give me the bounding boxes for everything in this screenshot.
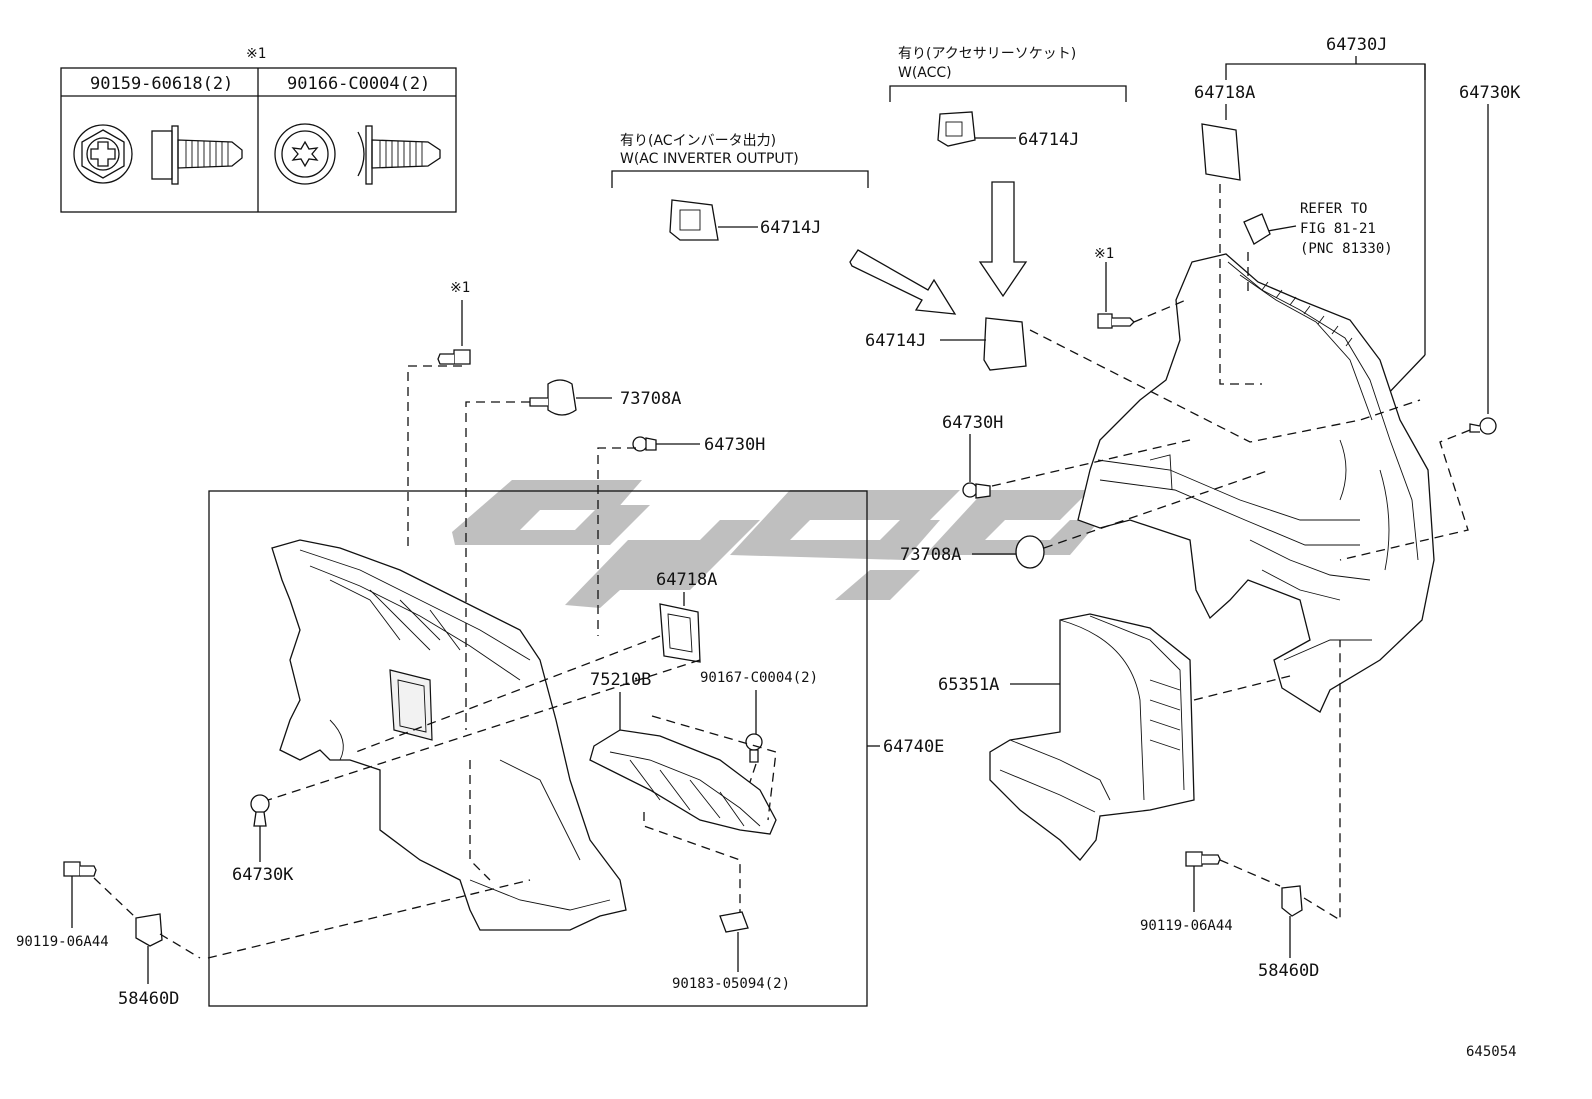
- hex-bolt-side-icon: [151, 125, 243, 185]
- hex-bolt-head-icon: [73, 124, 133, 184]
- refer-note: REFER TO FIG 81-21 (PNC 81330): [1261, 201, 1393, 257]
- option-inverter: 有り(ACインバータ出力) W(AC INVERTER OUTPUT): [611, 133, 869, 188]
- label-90183: 90183-05094(2): [672, 976, 790, 992]
- assembly-64730J-group: 64730J 64718A 64730K: [1194, 35, 1521, 414]
- right-quarter-trim-panel: [1077, 213, 1435, 713]
- note-mark-left: ※1: [450, 280, 470, 296]
- inverter-label-jp: 有り(ACインバータ出力): [620, 133, 776, 149]
- bolt-note-left: ※1: [437, 280, 471, 365]
- bolt-90119-left: 90119-06A44: [16, 861, 109, 950]
- socket-cover-mid: 64714J: [865, 317, 1027, 371]
- assembly-box-64740E: 64740E: [208, 490, 944, 1007]
- label-65351A: 65351A: [938, 675, 999, 695]
- clip-64730H-right: 64730H: [942, 413, 1003, 499]
- label-73708A-left: 73708A: [620, 389, 681, 409]
- acc-socket-label-en: W(ACC): [898, 65, 952, 81]
- storage-box-65351A: 65351A: [938, 613, 1195, 861]
- torx-bolt-head-icon: [274, 123, 336, 185]
- label-64730H-right: 64730H: [942, 413, 1003, 433]
- socket-cover-inverter: 64714J: [669, 199, 821, 241]
- label-64714J-inv: 64714J: [760, 218, 821, 238]
- acc-socket-label-jp: 有り(アクセサリーソケット): [898, 46, 1076, 62]
- socket-cover-acc: 64714J: [937, 111, 1079, 150]
- option-acc-socket: 有り(アクセサリーソケット) W(ACC): [889, 46, 1127, 102]
- label-58460D-left: 58460D: [118, 989, 179, 1009]
- arrow-diagonal: [849, 249, 957, 315]
- table-header-left: 90159-60618(2): [90, 74, 233, 94]
- label-64740E: 64740E: [883, 737, 944, 757]
- label-64718A-top: 64718A: [1194, 83, 1255, 103]
- label-64730J: 64730J: [1326, 35, 1387, 55]
- refer-line-2: FIG 81-21: [1300, 221, 1376, 237]
- arrow-down: [978, 181, 1028, 298]
- clip-58460D-right: 58460D: [1258, 885, 1319, 981]
- bolt-90119-right: 90119-06A44: [1140, 851, 1233, 934]
- label-64718A-mid: 64718A: [656, 570, 717, 590]
- clip-90183: 90183-05094(2): [672, 911, 790, 992]
- clip-64730K-right: [1469, 417, 1497, 435]
- label-75210B: 75210B: [590, 670, 651, 690]
- figure-number: 645054: [1466, 1044, 1517, 1060]
- label-64730K-right: 64730K: [1459, 83, 1521, 103]
- cover-64718A-mid: 64718A: [656, 570, 717, 663]
- clip-73708A-left: 73708A: [529, 379, 681, 416]
- left-quarter-trim-panel: [271, 539, 627, 931]
- torx-bolt-side-icon: [357, 125, 441, 185]
- inverter-label-en: W(AC INVERTER OUTPUT): [620, 151, 799, 167]
- refer-line-3: (PNC 81330): [1300, 241, 1393, 257]
- tray-75210B: 75210B: [589, 670, 777, 835]
- clip-73708A-right: 73708A: [900, 535, 1045, 569]
- refer-line-1: REFER TO: [1300, 201, 1367, 217]
- label-64714J-acc: 64714J: [1018, 130, 1079, 150]
- watermark-logo: [452, 480, 1100, 608]
- label-90119-right: 90119-06A44: [1140, 918, 1233, 934]
- clip-58460D-left: 58460D: [118, 913, 179, 1009]
- label-73708A-right: 73708A: [900, 545, 961, 565]
- clip-64730K-left: 64730K: [232, 794, 294, 885]
- fastener-table: ※1 90159-60618(2) 90166-C0004(2): [60, 46, 457, 213]
- table-header-right: 90166-C0004(2): [287, 74, 430, 94]
- label-58460D-right: 58460D: [1258, 961, 1319, 981]
- label-64714J-mid: 64714J: [865, 331, 926, 351]
- bolt-90167: 90167-C0004(2): [700, 670, 818, 763]
- bolt-note-right: ※1: [1094, 246, 1135, 329]
- note-mark: ※1: [246, 46, 266, 62]
- clip-64730H-left: 64730H: [632, 435, 765, 455]
- label-64730H-left: 64730H: [704, 435, 765, 455]
- note-mark-right: ※1: [1094, 246, 1114, 262]
- label-64730K-left: 64730K: [232, 865, 294, 885]
- label-90119-left: 90119-06A44: [16, 934, 109, 950]
- label-90167: 90167-C0004(2): [700, 670, 818, 686]
- assembly-dashed-lines: [93, 184, 1471, 959]
